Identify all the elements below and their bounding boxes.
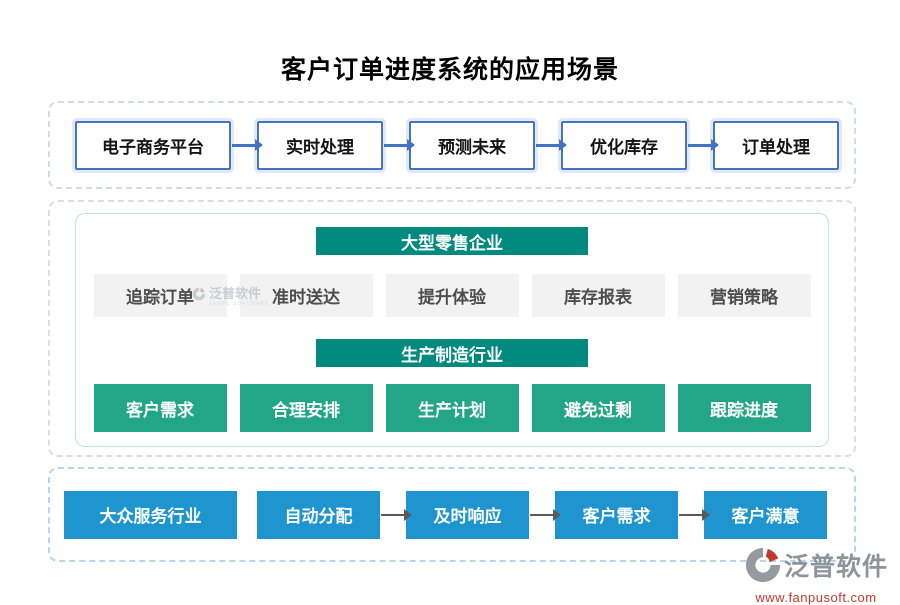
arrow-right-icon <box>679 508 710 521</box>
arrow-right-icon <box>232 139 263 151</box>
brand-row: 泛普软件 <box>744 546 888 589</box>
industry-panel: 大型零售企业 追踪订单 准时送达 提升体验 库存报表 营销策略 生产制造行业 客… <box>48 200 856 457</box>
brand-name: 泛普软件 <box>784 553 889 581</box>
service-flow-panel: 大众服务行业 自动分配 及时响应 客户需求 客户满意 <box>48 467 856 562</box>
manufacturing-items-row: 客户需求 合理安排 生产计划 避免过剩 跟踪进度 <box>76 384 828 432</box>
service-step-box: 客户需求 <box>555 490 678 539</box>
arrow-right-icon <box>536 139 567 151</box>
retail-item-box: 提升体验 <box>385 274 519 317</box>
retail-item-box: 追踪订单 <box>93 274 227 317</box>
flow-step-box: 优化库存 <box>561 120 687 170</box>
arrow-right-icon <box>384 139 415 151</box>
service-step-box: 客户满意 <box>704 490 827 539</box>
manufacturing-item-box: 合理安排 <box>239 384 373 432</box>
flow-step-box: 实时处理 <box>257 120 383 170</box>
retail-items-row: 追踪订单 准时送达 提升体验 库存报表 营销策略 <box>76 274 828 317</box>
retail-item-box: 营销策略 <box>677 274 811 317</box>
brand-website: www.fanpusoft.com <box>755 590 877 605</box>
service-step-box: 及时响应 <box>406 490 529 539</box>
service-step-box: 大众服务行业 <box>64 490 237 539</box>
retail-item-box: 库存报表 <box>531 274 665 317</box>
retail-item-box: 准时送达 <box>239 274 373 317</box>
arrow-right-icon <box>381 508 412 521</box>
manufacturing-header: 生产制造行业 <box>316 339 588 367</box>
manufacturing-item-box: 生产计划 <box>385 384 519 432</box>
service-step-box: 自动分配 <box>257 490 380 539</box>
arrow-right-icon <box>530 508 561 521</box>
flow-step-box: 订单处理 <box>713 120 839 170</box>
fanpu-swirl-icon <box>744 546 782 589</box>
manufacturing-item-box: 客户需求 <box>93 384 227 432</box>
manufacturing-item-box: 避免过剩 <box>531 384 665 432</box>
flow-step-box: 电子商务平台 <box>75 120 231 170</box>
top-flow-panel: 电子商务平台 实时处理 预测未来 优化库存 订单处理 <box>48 101 856 189</box>
manufacturing-item-box: 跟踪进度 <box>677 384 811 432</box>
brand-logo: 泛普软件 www.fanpusoft.com <box>744 546 888 605</box>
flow-step-box: 预测未来 <box>409 120 535 170</box>
retail-header: 大型零售企业 <box>316 227 588 255</box>
arrow-right-icon <box>688 139 719 151</box>
page-title: 客户订单进度系统的应用场景 <box>280 56 619 84</box>
industry-inner-frame: 大型零售企业 追踪订单 准时送达 提升体验 库存报表 营销策略 生产制造行业 客… <box>75 213 829 447</box>
